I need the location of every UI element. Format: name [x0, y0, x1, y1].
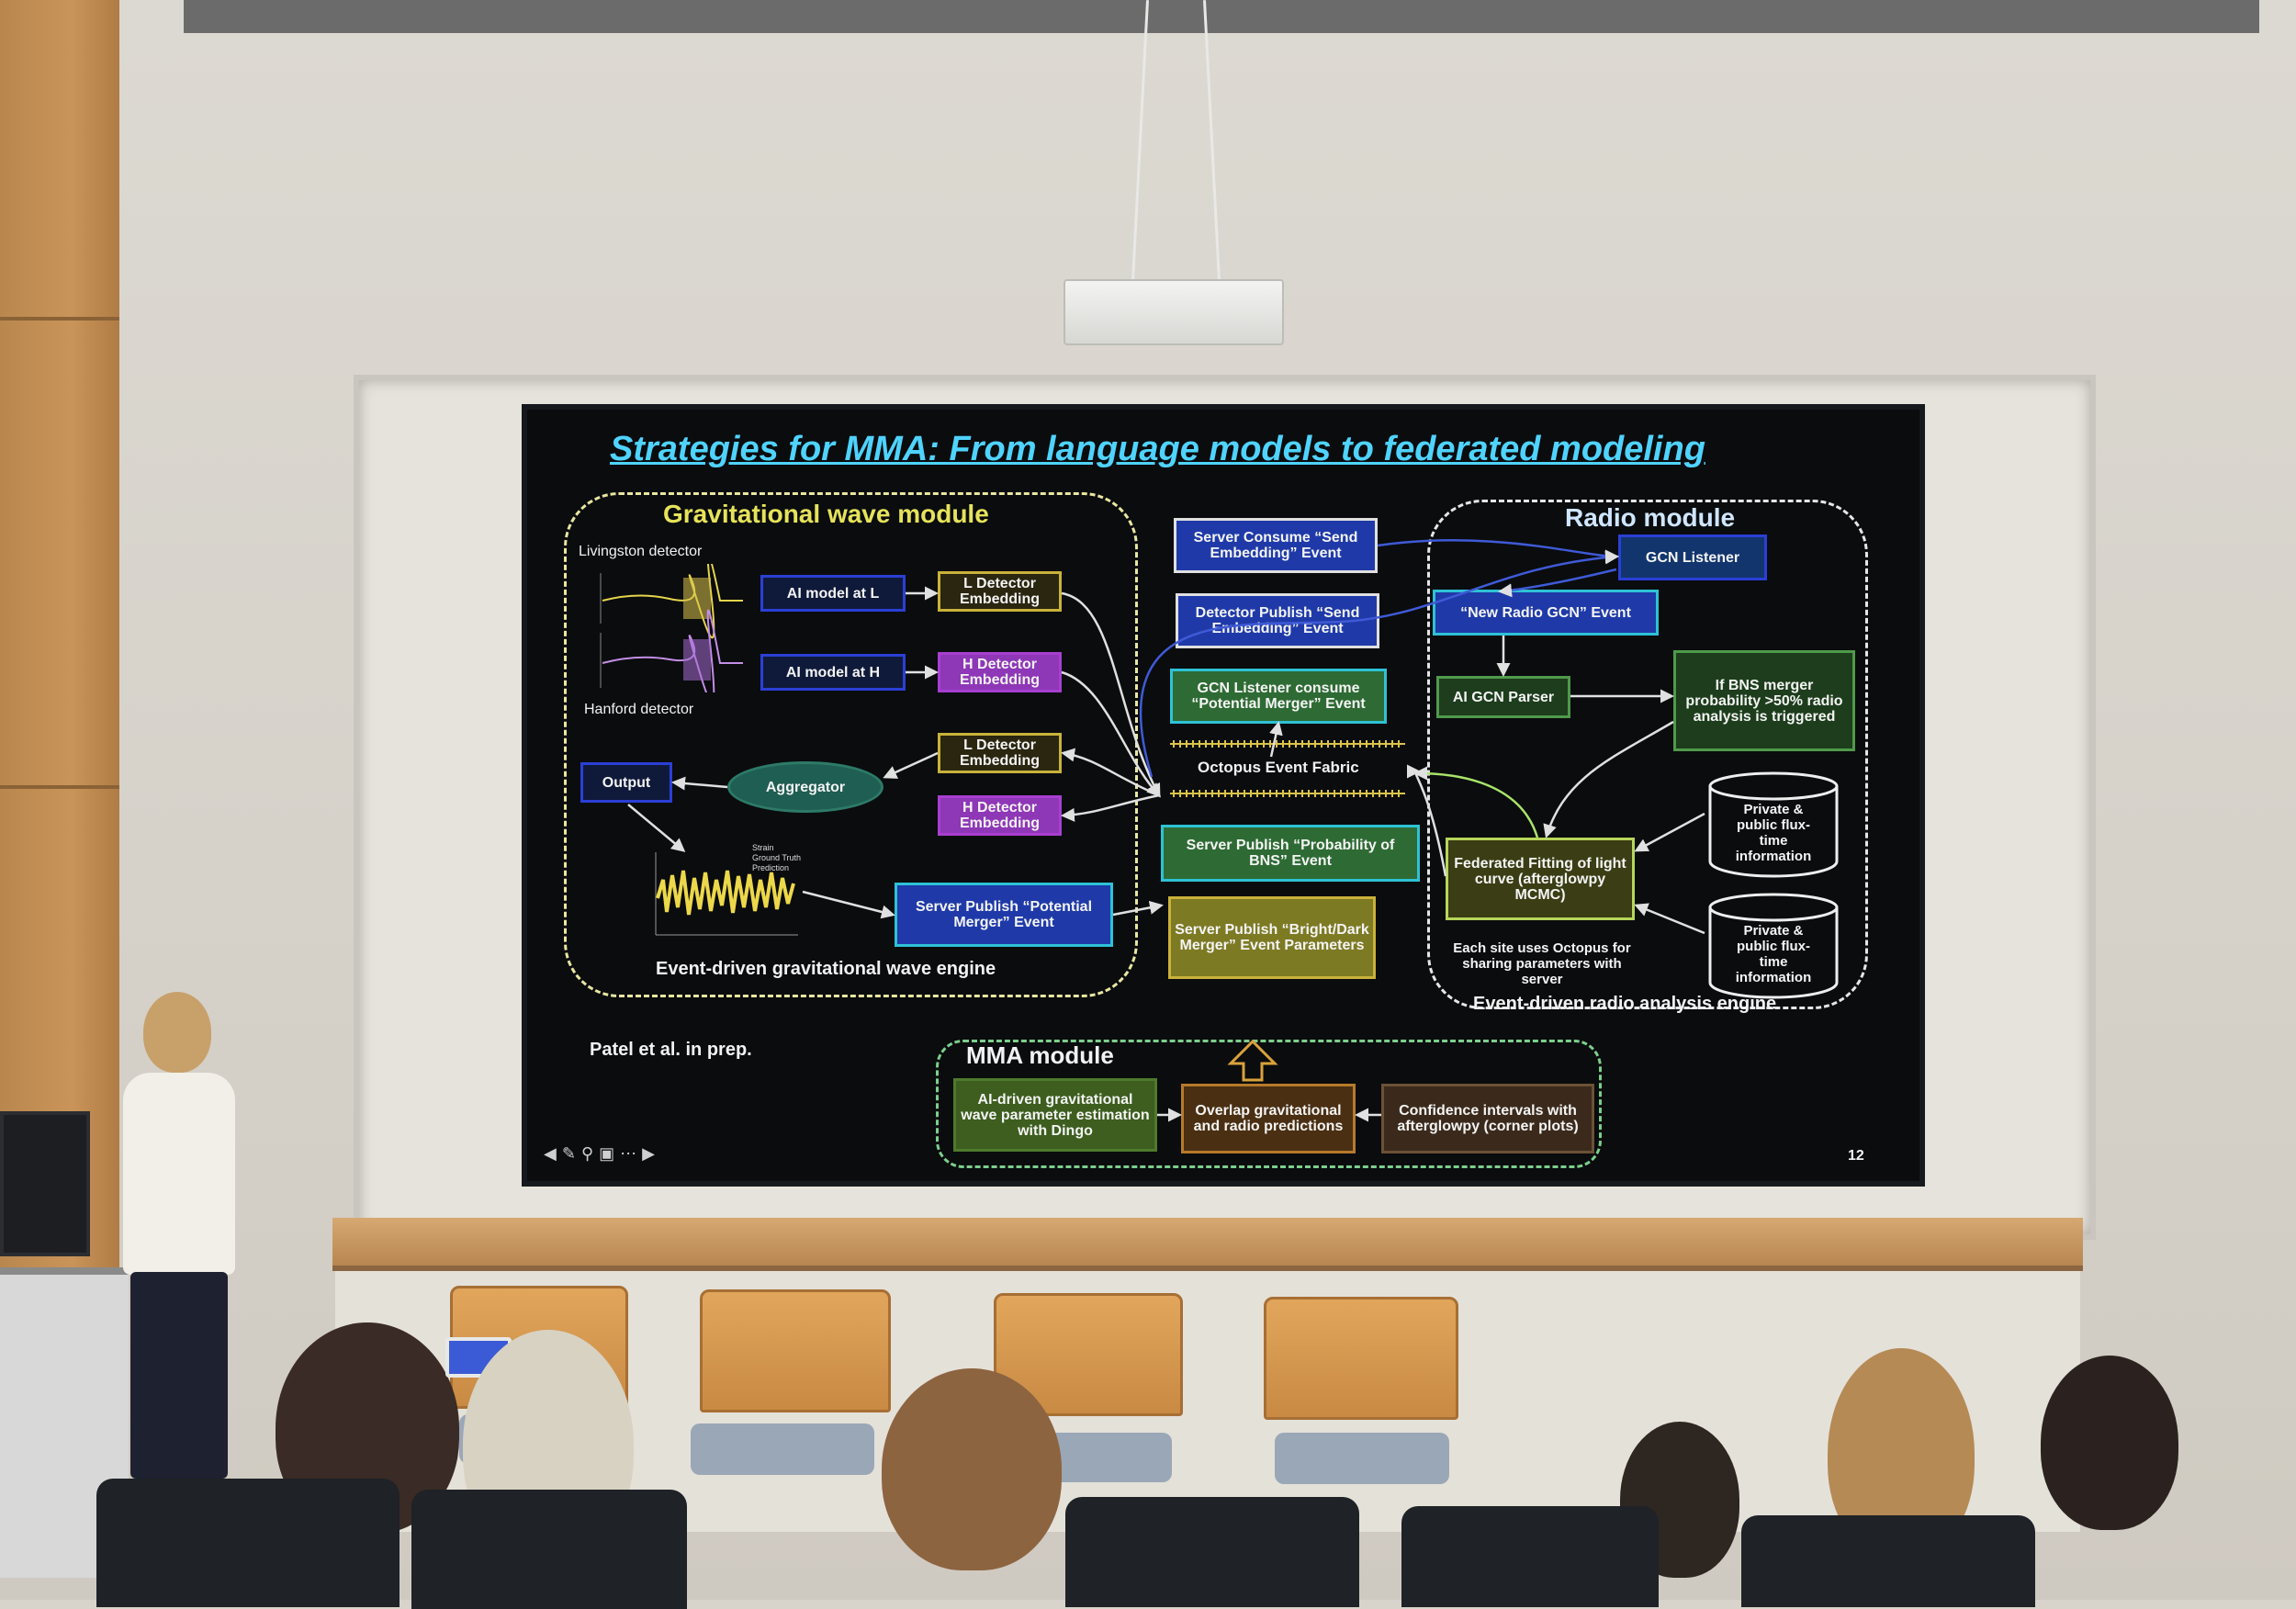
- strain-legend: Strain Ground Truth Prediction: [752, 843, 801, 873]
- hanford-waveform: [600, 609, 743, 692]
- bns-trigger-box: If BNS merger probability >50% radio ana…: [1673, 650, 1855, 751]
- private-public-info-2: Private & public flux-time information: [1735, 923, 1812, 985]
- audience-seat: [1741, 1515, 2035, 1607]
- overlap-box: Overlap gravitational and radio predicti…: [1181, 1084, 1356, 1153]
- h-detector-embedding-box: H Detector Embedding: [938, 652, 1062, 692]
- mma-module-heading: MMA module: [966, 1041, 1114, 1069]
- zoom-icon[interactable]: ⚲: [580, 1144, 594, 1163]
- next-icon[interactable]: ▶: [642, 1144, 655, 1163]
- presenter-head: [143, 992, 211, 1073]
- new-radio-gcn-event-box: “New Radio GCN” Event: [1433, 590, 1659, 636]
- strain-prediction-plot: [655, 852, 798, 936]
- confidence-intervals-box: Confidence intervals with afterglowpy (c…: [1381, 1084, 1594, 1153]
- output-box: Output: [580, 762, 672, 803]
- gw-engine-caption: Event-driven gravitational wave engine: [656, 959, 996, 979]
- aggregator-node: Aggregator: [727, 761, 884, 813]
- ai-model-l-box: AI model at L: [760, 575, 906, 612]
- radio-module-heading: Radio module: [1565, 503, 1736, 532]
- projected-slide: Strategies for MMA: From language models…: [522, 404, 1925, 1187]
- up-arrow: [1227, 1039, 1278, 1082]
- h-detector-embedding-box-2: H Detector Embedding: [938, 795, 1062, 836]
- captions-icon[interactable]: ▣: [599, 1144, 615, 1163]
- diagram-arrows: [627, 539, 1705, 1122]
- audience-seat: [411, 1490, 687, 1609]
- l-detector-embedding-box: L Detector Embedding: [938, 571, 1062, 612]
- private-public-info-1: Private & public flux-time information: [1735, 802, 1812, 864]
- mma-module-region: [936, 1040, 1602, 1168]
- wood-seam: [0, 317, 119, 321]
- presenter-trousers: [130, 1272, 228, 1479]
- octopus-event-fabric: Octopus Event Fabric: [1161, 738, 1414, 803]
- radio-module-region: [1427, 500, 1868, 1009]
- prev-icon[interactable]: ◀: [544, 1144, 557, 1163]
- gcn-listener-box: GCN Listener: [1618, 534, 1767, 580]
- presenter: [110, 992, 248, 1479]
- gw-module-heading: Gravitational wave module: [663, 500, 989, 528]
- wood-panel: [0, 0, 119, 1286]
- server-publish-potential-merger-box: Server Publish “Potential Merger” Event: [895, 883, 1113, 947]
- radio-engine-caption: Event-driven radio analysis engine: [1473, 994, 1777, 1014]
- slide-nav-controls[interactable]: ◀ ✎ ⚲ ▣ ⋯ ▶: [544, 1144, 655, 1164]
- octopus-note: Each site uses Octopus for sharing param…: [1453, 940, 1631, 987]
- stage-chair-back: [1264, 1297, 1458, 1420]
- server-publish-probability-box: Server Publish “Probability of BNS” Even…: [1161, 825, 1420, 882]
- more-icon[interactable]: ⋯: [620, 1144, 637, 1163]
- livingston-waveform: [600, 564, 743, 639]
- livingston-label: Livingston detector: [579, 544, 703, 559]
- legend-strain: Strain: [752, 843, 774, 852]
- slide-title: Strategies for MMA: From language models…: [610, 430, 1705, 468]
- audience-seat: [96, 1479, 400, 1607]
- audience-member-center: [882, 1368, 1062, 1570]
- server-consume-box: Server Consume “Send Embedding” Event: [1174, 518, 1378, 573]
- podium-monitor: [0, 1111, 90, 1256]
- wood-ledge: [332, 1218, 2083, 1271]
- wood-seam: [0, 785, 119, 789]
- octopus-hatching: [1170, 740, 1405, 797]
- stage-chair-seat: [691, 1423, 874, 1475]
- legend-ground-truth: Ground Truth: [752, 853, 802, 862]
- audience-seat: [1065, 1497, 1359, 1607]
- ai-driven-gw-box: AI-driven gravitational wave parameter e…: [953, 1078, 1157, 1152]
- podium: [0, 1267, 129, 1578]
- presenter-blouse: [123, 1073, 235, 1275]
- audience-member-right-3: [2041, 1356, 2178, 1530]
- ceiling-projector: [1064, 279, 1284, 345]
- database-cylinder-2: [1708, 893, 1839, 999]
- octopus-label: Octopus Event Fabric: [1198, 759, 1359, 776]
- server-publish-bright-dark-box: Server Publish “Bright/Dark Merger” Even…: [1168, 896, 1376, 979]
- database-cylinder-1: [1708, 771, 1839, 878]
- stage-chair-back: [700, 1289, 891, 1412]
- hanford-label: Hanford detector: [584, 702, 694, 717]
- l-detector-embedding-box-2: L Detector Embedding: [938, 733, 1062, 773]
- ai-gcn-parser-box: AI GCN Parser: [1436, 676, 1570, 718]
- ceiling-trim: [184, 0, 2259, 33]
- federated-fitting-box: Federated Fitting of light curve (afterg…: [1446, 838, 1635, 920]
- audience-seat: [1401, 1506, 1659, 1607]
- citation: Patel et al. in prep.: [590, 1040, 752, 1060]
- detector-waveform-plots: [582, 564, 748, 692]
- stage-chair-seat: [1275, 1433, 1449, 1484]
- ai-model-h-box: AI model at H: [760, 654, 906, 691]
- page-number: 12: [1848, 1148, 1864, 1164]
- pen-icon[interactable]: ✎: [561, 1144, 576, 1163]
- legend-prediction: Prediction: [752, 863, 790, 872]
- gcn-listener-consume-box: GCN Listener consume “Potential Merger” …: [1170, 669, 1387, 724]
